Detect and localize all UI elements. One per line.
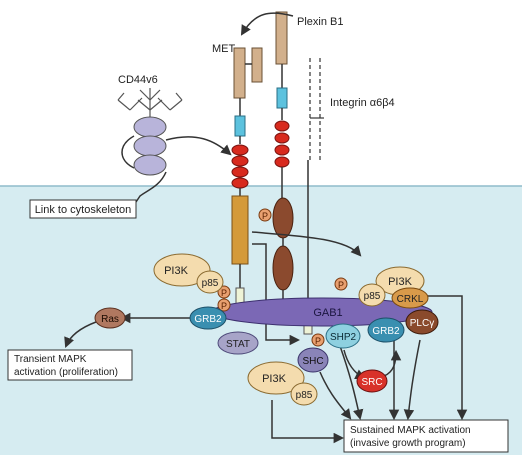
sustained-mapk-box [343, 419, 509, 453]
plexin-b1-receptor [272, 11, 294, 308]
ras-transient-arrow [64, 321, 97, 348]
sustained-line1: Sustained MAPK activation [350, 425, 471, 436]
phospho-p-2-label: P [338, 280, 344, 290]
p85-upper-left [196, 270, 224, 294]
plcg-sustained-arrow [403, 339, 421, 421]
shc-protein [297, 347, 329, 373]
grb2-left [189, 306, 227, 330]
shc-label: SHC [302, 356, 323, 367]
shp2-label: SHP2 [330, 332, 357, 343]
cd44v6 [117, 88, 183, 203]
src-label: SRC [361, 377, 382, 388]
met-shp2-arrow [252, 243, 301, 346]
p85-lower-label: p85 [296, 390, 313, 401]
ras-label: Ras [101, 314, 119, 325]
phospho-p-2 [334, 277, 348, 291]
plcg-protein [405, 309, 439, 335]
crkl-protein [391, 287, 429, 309]
shc-sustained-arrow [319, 371, 352, 420]
src-grb2-arrow [383, 349, 402, 377]
crkl-sustained-arrow [426, 295, 468, 421]
grb2-right-label: GRB2 [372, 326, 400, 337]
transient-mapk-box [7, 349, 133, 381]
transient-line1: Transient MAPK [14, 354, 87, 365]
plexin-b1-label: Plexin B1 [297, 16, 343, 28]
phospho-p-5-label: P [315, 336, 321, 346]
phospho-p-4-label: P [221, 301, 227, 311]
pi3k-right-label: PI3K [388, 276, 413, 288]
ras-protein [94, 307, 126, 329]
stat-protein [217, 331, 259, 355]
phospho-p-5 [311, 333, 325, 347]
phospho-p-3 [217, 285, 231, 299]
shp2-protein [325, 323, 361, 349]
p85-upper-left-label: p85 [202, 278, 219, 289]
met-label: MET [212, 43, 236, 55]
cd44v6-label: CD44v6 [118, 74, 158, 86]
met-receptor [231, 47, 263, 307]
met-gab1-arrow [251, 231, 362, 257]
plexin-met-arrow [240, 12, 294, 36]
pi3k-lower [247, 361, 305, 395]
grb2-right [367, 317, 405, 343]
p85-right [358, 283, 386, 307]
link-cytoskeleton-label: Link to cytoskeleton [35, 204, 132, 216]
pi3k-upper-left-label: PI3K [164, 265, 189, 277]
sustained-line2: (invasive growth program) [350, 438, 466, 449]
crkl-label: CRKL [397, 294, 424, 305]
cd44-met-arrow [165, 136, 232, 156]
pi3k-upper-left [153, 253, 211, 287]
src-protein [356, 369, 388, 393]
transient-line2: activation (proliferation) [14, 367, 118, 378]
plcg-label: PLCγ [410, 318, 434, 329]
pi3k-lower-label: PI3K [262, 373, 287, 385]
pi3k-sustained-arrow [271, 400, 345, 444]
p85-right-label: p85 [364, 291, 381, 302]
phospho-p-1-label: P [262, 211, 268, 221]
link-cytoskeleton-box [29, 199, 137, 219]
grb2-left-label: GRB2 [194, 314, 222, 325]
phospho-p-4 [217, 298, 231, 312]
p85-lower [290, 382, 318, 406]
phospho-p-1 [258, 208, 272, 222]
stat-label: STAT [226, 339, 250, 350]
gab1-label: GAB1 [313, 307, 342, 319]
phospho-p-3-label: P [221, 288, 227, 298]
shp2-sustained-arrow [339, 345, 364, 421]
integrin-label: Integrin α6β4 [330, 97, 395, 109]
